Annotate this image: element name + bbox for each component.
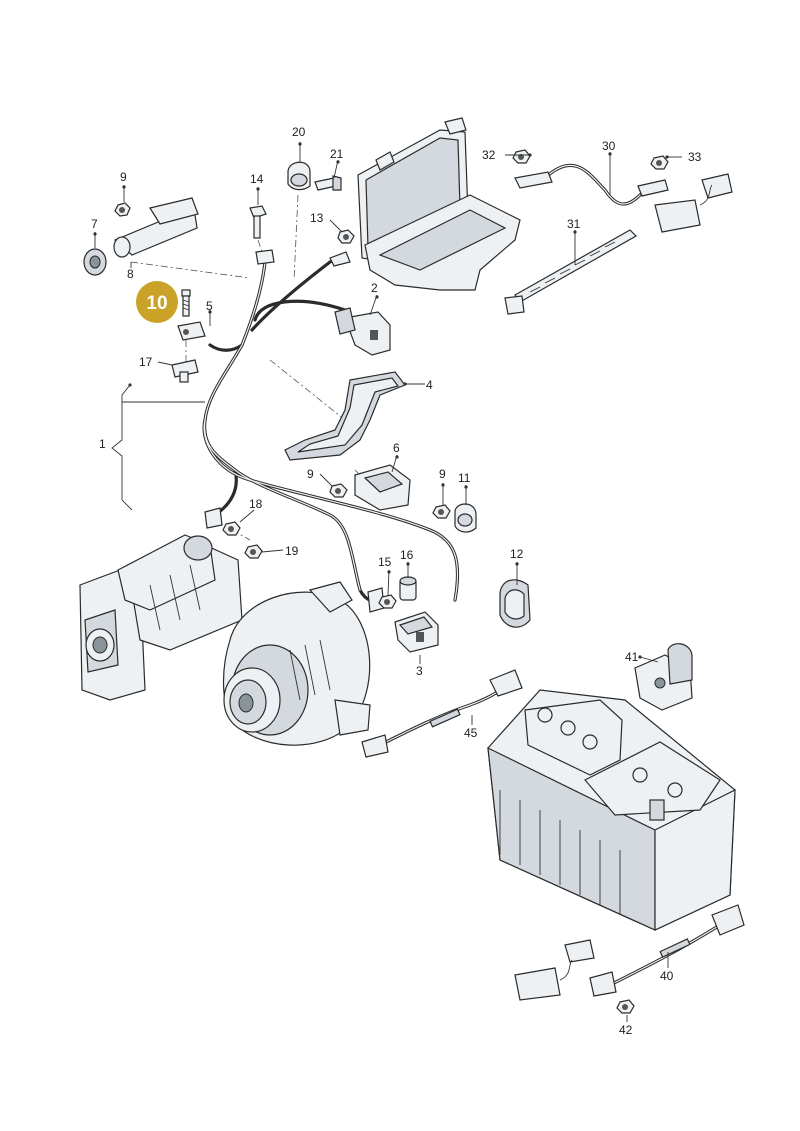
nut-42 — [616, 999, 635, 1014]
clip-11 — [454, 503, 477, 533]
nut-18 — [222, 521, 241, 536]
alternator — [222, 581, 371, 746]
callout-11: 11 — [458, 471, 471, 485]
nut-15 — [378, 594, 397, 609]
battery-cable-40 — [514, 904, 745, 1001]
callout-18: 18 — [249, 497, 263, 511]
wiring-harness — [202, 260, 460, 604]
callout-labels: 1 2 3 4 5 6 7 8 9 9 9 11 12 13 14 15 16 … — [91, 125, 702, 1037]
sensor-12 — [499, 579, 531, 628]
spacer-16 — [399, 576, 417, 601]
highlight-badge-10[interactable]: 10 — [136, 281, 178, 323]
highlight-circle — [136, 281, 178, 323]
callout-31: 31 — [567, 217, 581, 231]
callout-1: 1 — [99, 437, 106, 451]
battery — [487, 689, 736, 931]
nut-9-mid — [329, 483, 348, 498]
clip-20 — [287, 161, 311, 191]
callout-30: 30 — [602, 139, 616, 153]
callout-5: 5 — [206, 299, 213, 313]
callout-4: 4 — [426, 378, 433, 392]
callout-15: 15 — [378, 555, 392, 569]
callout-3: 3 — [416, 664, 423, 678]
grommet-7 — [83, 248, 107, 276]
callout-17: 17 — [139, 355, 153, 369]
ring-terminal-18 — [204, 507, 223, 529]
nut-32 — [512, 149, 531, 164]
connector-3 — [394, 611, 439, 653]
callout-8: 8 — [127, 267, 134, 281]
fuse-box — [357, 117, 521, 291]
callout-32: 32 — [482, 148, 496, 162]
bracket-4 — [284, 371, 406, 461]
callout-9-top: 9 — [120, 170, 127, 184]
callout-40: 40 — [660, 969, 674, 983]
ground-cable-45 — [361, 669, 523, 758]
highlight-number: 10 — [146, 293, 167, 314]
callout-21: 21 — [330, 147, 344, 161]
nut-9-top — [114, 202, 131, 217]
mount-6 — [354, 464, 411, 511]
callout-20: 20 — [292, 125, 306, 139]
callout-42: 42 — [619, 1023, 633, 1037]
ring-terminal-top — [255, 249, 351, 267]
callout-33: 33 — [688, 150, 702, 164]
callout-2: 2 — [371, 281, 378, 295]
callout-7: 7 — [91, 217, 98, 231]
callout-13: 13 — [310, 211, 324, 225]
nut-19 — [244, 544, 263, 559]
ring-terminal-5 — [177, 321, 206, 341]
strap-31 — [504, 229, 637, 315]
callout-41: 41 — [625, 650, 639, 664]
connector-2 — [334, 307, 391, 356]
battery-cable-30 — [514, 163, 733, 233]
nut-33 — [650, 155, 669, 170]
callout-14: 14 — [250, 172, 264, 186]
callout-9-mid: 9 — [307, 467, 314, 481]
callout-16: 16 — [400, 548, 414, 562]
bolt-17 — [171, 359, 199, 383]
callout-6: 6 — [393, 441, 400, 455]
battery-terminal-41 — [634, 643, 693, 711]
nut-9-right — [432, 504, 451, 519]
sleeve-8 — [113, 197, 199, 258]
callout-45: 45 — [464, 726, 478, 740]
nut-13 — [337, 229, 355, 244]
callout-12: 12 — [510, 547, 524, 561]
bolt-21 — [314, 175, 342, 191]
bolt-14 — [249, 205, 267, 239]
bolt-10 — [181, 289, 191, 317]
leader-lines — [93, 142, 682, 1022]
starter-motor — [79, 534, 243, 701]
callout-19: 19 — [285, 544, 299, 558]
callout-9-right: 9 — [439, 467, 446, 481]
harness-bracket-1 — [111, 384, 205, 511]
